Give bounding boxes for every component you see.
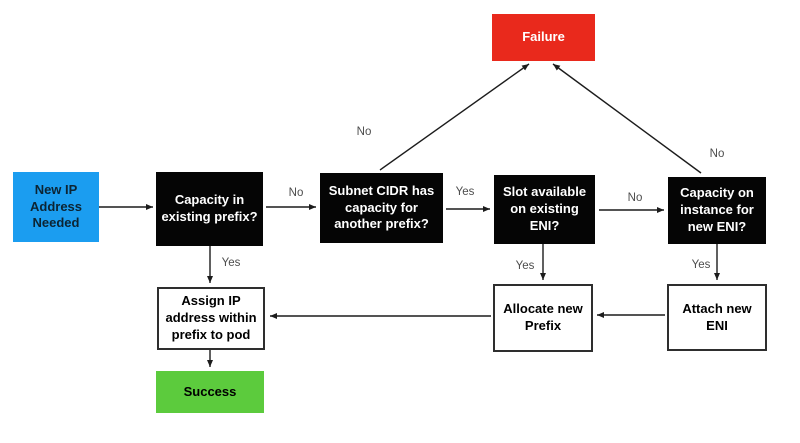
node-allocate-new-prefix: Allocate new Prefix: [493, 284, 593, 352]
edge-label-no-capacity-prefix: No: [288, 187, 304, 199]
edge-label-yes-slot-eni: Yes: [515, 260, 535, 272]
node-new-ip-needed: New IP Address Needed: [13, 172, 99, 242]
edge-subnetcidr-failure: [379, 63, 530, 171]
node-capacity-existing-prefix: Capacity in existing prefix?: [156, 172, 263, 246]
node-slot-available-eni: Slot available on existing ENI?: [494, 175, 595, 244]
edge-capacityinstance-failure: [552, 63, 702, 174]
node-attach-new-eni: Attach new ENI: [667, 284, 767, 351]
node-failure: Failure: [492, 14, 595, 61]
edge-label-no-capacity-instance: No: [709, 148, 725, 160]
node-subnet-cidr-capacity: Subnet CIDR has capacity for another pre…: [320, 173, 443, 243]
edge-label-yes-subnet-cidr: Yes: [455, 186, 475, 198]
edge-label-yes-capacity-instance: Yes: [691, 259, 711, 271]
edge-label-yes-capacity-prefix: Yes: [221, 257, 241, 269]
node-success: Success: [156, 371, 264, 413]
node-assign-ip-to-pod: Assign IP address within prefix to pod: [157, 287, 265, 350]
edge-label-no-slot-eni: No: [627, 192, 643, 204]
edge-label-no-subnet-cidr: No: [356, 126, 372, 138]
node-capacity-instance-new-eni: Capacity on instance for new ENI?: [668, 177, 766, 244]
